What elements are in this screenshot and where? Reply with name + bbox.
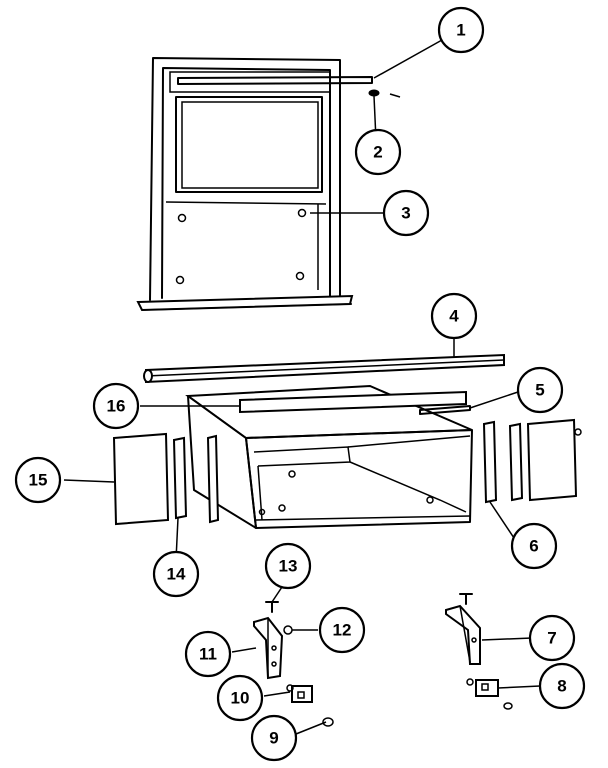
bracket-clip	[466, 678, 513, 710]
top-flange-strip	[239, 390, 471, 415]
callout-4: 4	[430, 292, 478, 340]
callout-label: 2	[373, 143, 382, 162]
callout-11: 11	[184, 630, 232, 678]
callout-9: 9	[250, 714, 298, 762]
callout-label: 15	[29, 471, 48, 490]
callout-label: 10	[231, 689, 250, 708]
callout-label: 7	[547, 629, 556, 648]
callout-2: 2	[354, 128, 402, 176]
callout-12: 12	[318, 606, 366, 654]
screw-icon	[368, 89, 401, 98]
callout-label: 5	[535, 381, 544, 400]
callout-label: 12	[333, 621, 352, 640]
callout-label: 6	[529, 537, 538, 556]
left-mounting-bracket	[253, 616, 284, 680]
callout-5: 5	[516, 366, 564, 414]
callout-label: 4	[449, 307, 459, 326]
callout-8: 8	[538, 662, 586, 710]
callout-label: 13	[279, 557, 298, 576]
window-frame-assembly	[136, 57, 354, 312]
top-rail-bar	[143, 353, 505, 384]
callout-3: 3	[382, 189, 430, 237]
callout-16: 16	[92, 382, 140, 430]
right-gasket-strip	[482, 420, 524, 504]
left-side-panel	[112, 432, 170, 526]
callout-label: 8	[557, 677, 566, 696]
callout-10: 10	[216, 674, 264, 722]
callout-6: 6	[510, 522, 558, 570]
top-seal-strip	[177, 76, 373, 85]
callout-15: 15	[14, 456, 62, 504]
callout-1: 1	[437, 6, 485, 54]
callout-14: 14	[152, 550, 200, 598]
callout-label: 14	[167, 565, 186, 584]
bracket-screw-icon	[265, 601, 279, 613]
callout-label: 9	[269, 729, 278, 748]
callout-label: 1	[456, 21, 465, 40]
bracket-screw-icon	[459, 593, 473, 605]
callout-label: 16	[107, 397, 126, 416]
left-gasket-strip	[172, 434, 220, 524]
callout-13: 13	[264, 542, 312, 590]
callout-label: 11	[199, 645, 217, 664]
bracket-clip	[286, 684, 313, 703]
right-mounting-bracket	[445, 604, 481, 665]
leader-lines	[63, 39, 541, 735]
bolt-icon	[322, 717, 334, 727]
callout-label: 3	[401, 204, 410, 223]
callout-7: 7	[528, 614, 576, 662]
right-side-panel	[526, 418, 582, 502]
washer-icon	[283, 625, 293, 635]
